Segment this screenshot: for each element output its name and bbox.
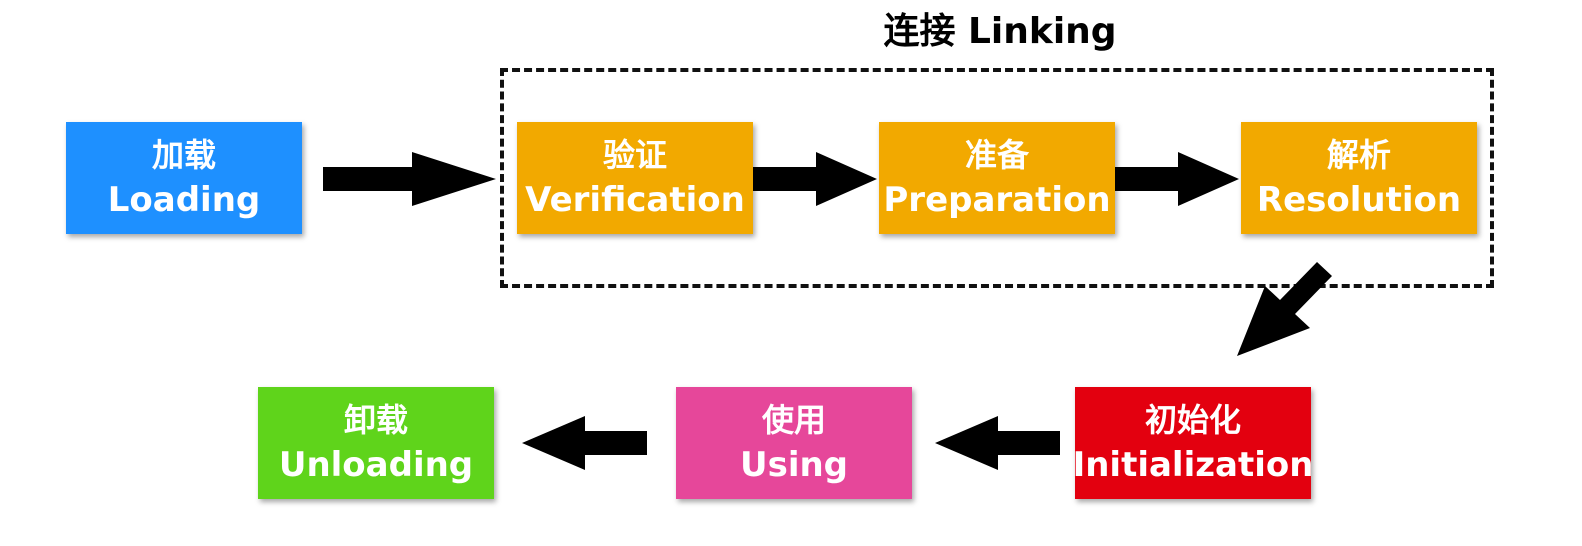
stage-loading-cn: 加载 <box>151 136 216 174</box>
arrow-resolution-to-initialization <box>1237 262 1332 356</box>
stage-preparation: 准备 Preparation <box>879 122 1115 234</box>
stage-unloading-en: Unloading <box>278 445 474 485</box>
stage-resolution-cn: 解析 <box>1326 136 1391 174</box>
linking-group-title: 连接 Linking <box>883 11 1117 52</box>
linking-group-box <box>500 68 1494 288</box>
stage-initialization-en: Initialization <box>1072 445 1314 485</box>
stage-using-cn: 使用 <box>761 401 826 439</box>
arrow-loading-to-verification <box>323 152 496 206</box>
stage-using-en: Using <box>739 445 849 485</box>
stage-verification-cn: 验证 <box>602 136 667 174</box>
stage-preparation-cn: 准备 <box>964 136 1029 174</box>
arrow-using-to-unloading <box>522 416 647 470</box>
stage-initialization-cn: 初始化 <box>1144 401 1241 439</box>
stage-unloading: 卸载 Unloading <box>258 387 494 499</box>
stage-verification-en: Verification <box>525 180 745 220</box>
stage-using: 使用 Using <box>676 387 912 499</box>
stage-initialization: 初始化 Initialization <box>1072 387 1314 499</box>
stage-loading: 加载 Loading <box>66 122 302 234</box>
arrow-initialization-to-using <box>935 416 1060 470</box>
arrow-preparation-to-resolution <box>1115 152 1239 206</box>
stage-loading-en: Loading <box>107 180 261 220</box>
stage-resolution-en: Resolution <box>1256 180 1462 220</box>
stage-verification: 验证 Verification <box>517 122 753 234</box>
stage-unloading-cn: 卸载 <box>343 401 408 439</box>
stage-resolution: 解析 Resolution <box>1241 122 1477 234</box>
arrow-verification-to-preparation <box>753 152 877 206</box>
stage-preparation-en: Preparation <box>883 180 1111 220</box>
